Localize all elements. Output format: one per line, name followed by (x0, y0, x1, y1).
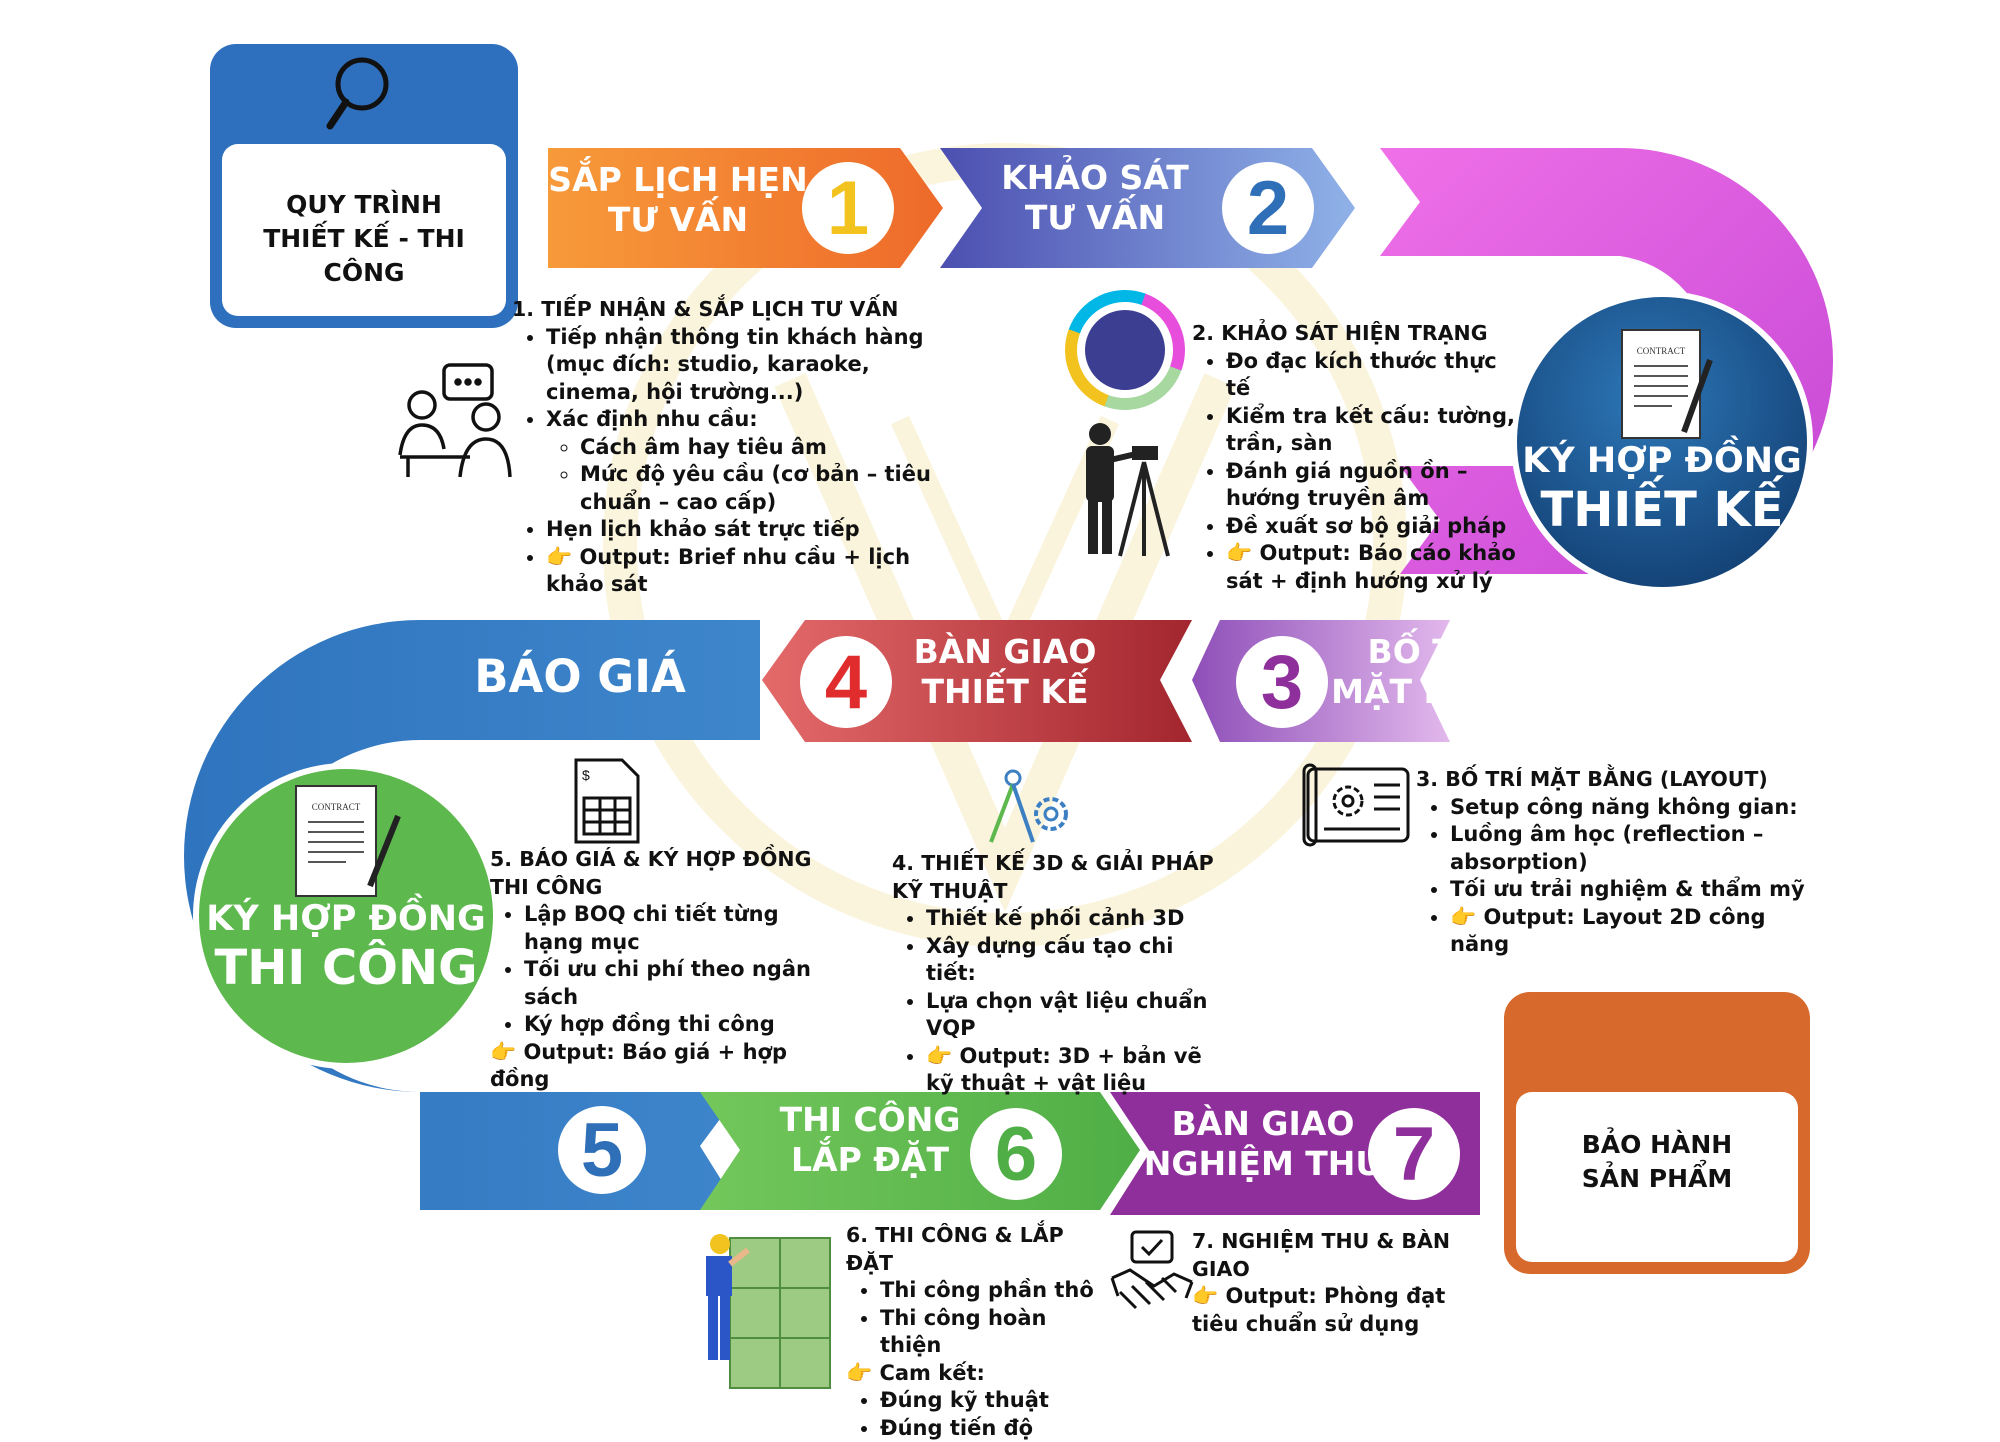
detail-6-bullet: Thi công phần thô (880, 1277, 1106, 1305)
detail-4-bullet: Thiết kế phối cảnh 3D (926, 905, 1222, 933)
detail-7-output: 👉 Output: Phòng đạt tiêu chuẩn sử dụng (1192, 1283, 1492, 1338)
detail-1-subbullet: Cách âm hay tiêu âm (580, 434, 942, 462)
price-sheet-icon: $ (576, 760, 638, 842)
detail-2-output: 👉 Output: Báo cáo khảo sát + định hướng … (1226, 540, 1522, 595)
step-7-title-line1: BÀN GIAO (1138, 1104, 1388, 1144)
consultation-icon (400, 365, 510, 477)
detail-6: 6. THI CÔNG & LẮP ĐẶT Thi công phần thô … (846, 1222, 1106, 1442)
header-title: QUY TRÌNH THIẾT KẾ - THI CÔNG (222, 188, 506, 289)
color-ring-icon (1056, 281, 1194, 419)
design-contract-title: KÝ HỢP ĐỒNG THIẾT KẾ (1514, 440, 1810, 540)
step-4-title-line1: BÀN GIAO (905, 632, 1105, 672)
warranty-title-line2: SẢN PHẨM (1516, 1162, 1798, 1196)
step-3-title: BỐ TRÍ MẶT BẰNG (1330, 632, 1530, 711)
step-1-title-line1: SẮP LỊCH HẸN (548, 160, 808, 200)
detail-3-heading: 3. BỐ TRÍ MẶT BẰNG (LAYOUT) (1416, 766, 1816, 794)
detail-3-output: 👉 Output: Layout 2D công năng (1450, 904, 1816, 959)
detail-5-heading: 5. BÁO GIÁ & KÝ HỢP ĐỒNG THI CÔNG (490, 846, 830, 901)
step-6-title-line2: LẮP ĐẶT (760, 1140, 980, 1180)
step-1-title: SẮP LỊCH HẸN TƯ VẤN (548, 160, 808, 239)
detail-6-bullet: Đúng tiến độ (880, 1415, 1106, 1442)
step-3-title-line1: BỐ TRÍ (1330, 632, 1530, 672)
detail-5: 5. BÁO GIÁ & KÝ HỢP ĐỒNG THI CÔNG Lập BO… (490, 846, 830, 1094)
detail-7-heading: 7. NGHIỆM THU & BÀN GIAO (1192, 1228, 1492, 1283)
warranty-title-line1: BẢO HÀNH (1516, 1128, 1798, 1162)
step-2-number: 2 (1247, 166, 1289, 251)
detail-4: 4. THIẾT KẾ 3D & GIẢI PHÁP KỸ THUẬT Thiế… (892, 850, 1222, 1098)
detail-5-bullet: Ký hợp đồng thi công (524, 1011, 830, 1039)
step-7-title: BÀN GIAO NGHIỆM THU (1138, 1104, 1388, 1183)
detail-3-bullet: Luồng âm học (reflection – absorption) (1450, 821, 1816, 876)
design-contract-line1: KÝ HỢP ĐỒNG (1514, 440, 1810, 482)
header-title-line1: QUY TRÌNH (222, 188, 506, 222)
step-2-title: KHẢO SÁT TƯ VẤN (990, 158, 1200, 237)
step-5-number: 5 (581, 1108, 623, 1193)
step-7-number: 7 (1393, 1112, 1435, 1197)
step-6-title-line1: THI CÔNG (760, 1100, 980, 1140)
build-contract-line1: KÝ HỢP ĐỒNG (196, 898, 496, 940)
detail-2-bullet: Đánh giá nguồn ồn – hướng truyền âm (1226, 458, 1522, 513)
detail-3-bullet: Setup công năng không gian: (1450, 794, 1816, 822)
detail-1-bullet: Tiếp nhận thông tin khách hàng (mục đích… (546, 324, 942, 407)
detail-7: 7. NGHIỆM THU & BÀN GIAO 👉 Output: Phòng… (1192, 1228, 1492, 1338)
step-1-number: 1 (827, 166, 869, 251)
detail-4-bullet: Xây dựng cấu tạo chi tiết: (926, 933, 1222, 988)
detail-6-bullet: Thi công hoàn thiện (880, 1305, 1106, 1360)
design-contract-line2: THIẾT KẾ (1514, 482, 1810, 540)
step-5-title: BÁO GIÁ (440, 650, 720, 704)
step-4-number: 4 (825, 640, 867, 725)
step-2-title-line2: TƯ VẤN (990, 198, 1200, 238)
contract-doc-label: CONTRACT (312, 802, 361, 812)
handshake-icon (1112, 1232, 1192, 1308)
detail-1-heading: 1. TIẾP NHẬN & SẮP LỊCH TƯ VẤN (512, 296, 942, 324)
step-4-title: BÀN GIAO THIẾT KẾ (905, 632, 1105, 711)
worker-icon (706, 1234, 830, 1388)
build-contract-line2: THI CÔNG (196, 940, 496, 998)
step-4-title-line2: THIẾT KẾ (905, 672, 1105, 712)
detail-2-bullet: Đề xuất sơ bộ giải pháp (1226, 513, 1522, 541)
step-5-title-line1: BÁO GIÁ (440, 650, 720, 704)
step-3-number: 3 (1261, 640, 1303, 725)
detail-6-heading: 6. THI CÔNG & LẮP ĐẶT (846, 1222, 1106, 1277)
dollar-sign: $ (582, 767, 590, 783)
detail-6-commitment: 👉 Cam kết: (846, 1360, 1106, 1388)
contract-icon: CONTRACT (1622, 330, 1710, 438)
detail-4-bullet: Lựa chọn vật liệu chuẩn VQP (926, 988, 1222, 1043)
detail-1-bullet: Hẹn lịch khảo sát trực tiếp (546, 516, 942, 544)
detail-1-bullet: Xác định nhu cầu: Cách âm hay tiêu âm Mứ… (546, 406, 942, 516)
detail-4-heading: 4. THIẾT KẾ 3D & GIẢI PHÁP KỸ THUẬT (892, 850, 1222, 905)
detail-3-bullet: Tối ưu trải nghiệm & thẩm mỹ (1450, 876, 1816, 904)
detail-5-output: 👉 Output: Báo giá + hợp đồng (490, 1039, 830, 1094)
detail-1-output: 👉 Output: Brief nhu cầu + lịch khảo sát (546, 544, 942, 599)
detail-1-bullet-text: Xác định nhu cầu: (546, 407, 758, 431)
contract-doc-label: CONTRACT (1637, 346, 1686, 356)
build-contract-title: KÝ HỢP ĐỒNG THI CÔNG (196, 898, 496, 998)
step-6-number: 6 (995, 1112, 1037, 1197)
step-6-title: THI CÔNG LẮP ĐẶT (760, 1100, 980, 1179)
step-1-title-line2: TƯ VẤN (548, 200, 808, 240)
detail-5-bullet: Tối ưu chi phí theo ngân sách (524, 956, 830, 1011)
detail-3: 3. BỐ TRÍ MẶT BẰNG (LAYOUT) Setup công n… (1416, 766, 1816, 959)
step-7-title-line2: NGHIỆM THU (1138, 1144, 1388, 1184)
detail-1-subbullet: Mức độ yêu cầu (cơ bản – tiêu chuẩn – ca… (580, 461, 942, 516)
step-2-title-line1: KHẢO SÁT (990, 158, 1200, 198)
detail-2-bullet: Đo đạc kích thước thực tế (1226, 348, 1522, 403)
detail-2-bullet: Kiểm tra kết cấu: tường, trần, sàn (1226, 403, 1522, 458)
warranty-title: BẢO HÀNH SẢN PHẨM (1516, 1128, 1798, 1196)
detail-1: 1. TIẾP NHẬN & SẮP LỊCH TƯ VẤN Tiếp nhận… (512, 296, 942, 599)
detail-5-bullet: Lập BOQ chi tiết từng hạng mục (524, 901, 830, 956)
detail-2-heading: 2. KHẢO SÁT HIỆN TRẠNG (1192, 320, 1522, 348)
detail-6-bullet: Đúng kỹ thuật (880, 1387, 1106, 1415)
detail-4-output: 👉 Output: 3D + bản vẽ kỹ thuật + vật liệ… (926, 1043, 1222, 1098)
detail-2: 2. KHẢO SÁT HIỆN TRẠNG Đo đạc kích thước… (1192, 320, 1522, 595)
step-3-title-line2: MẶT BẰNG (1330, 672, 1530, 712)
header-title-line2: THIẾT KẾ - THI CÔNG (222, 222, 506, 290)
